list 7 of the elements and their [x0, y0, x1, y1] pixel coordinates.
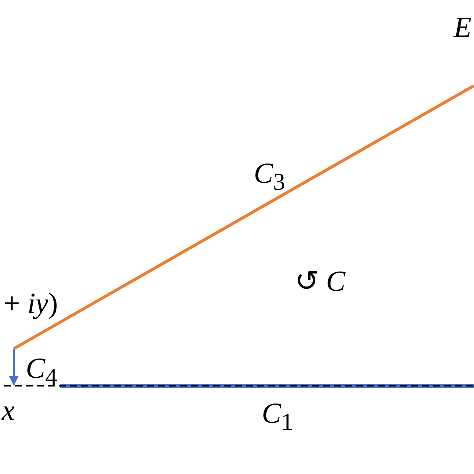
point-label: + iy)	[4, 290, 58, 319]
orientation-label: ↺ C	[295, 268, 346, 297]
contour-label: C$_{4}$	[26, 355, 58, 390]
contour-label: C$_{3}$	[254, 160, 286, 195]
math-label: E	[454, 14, 472, 43]
axis-label: x	[2, 397, 15, 426]
contour-label: C$_{1}$	[262, 400, 294, 435]
